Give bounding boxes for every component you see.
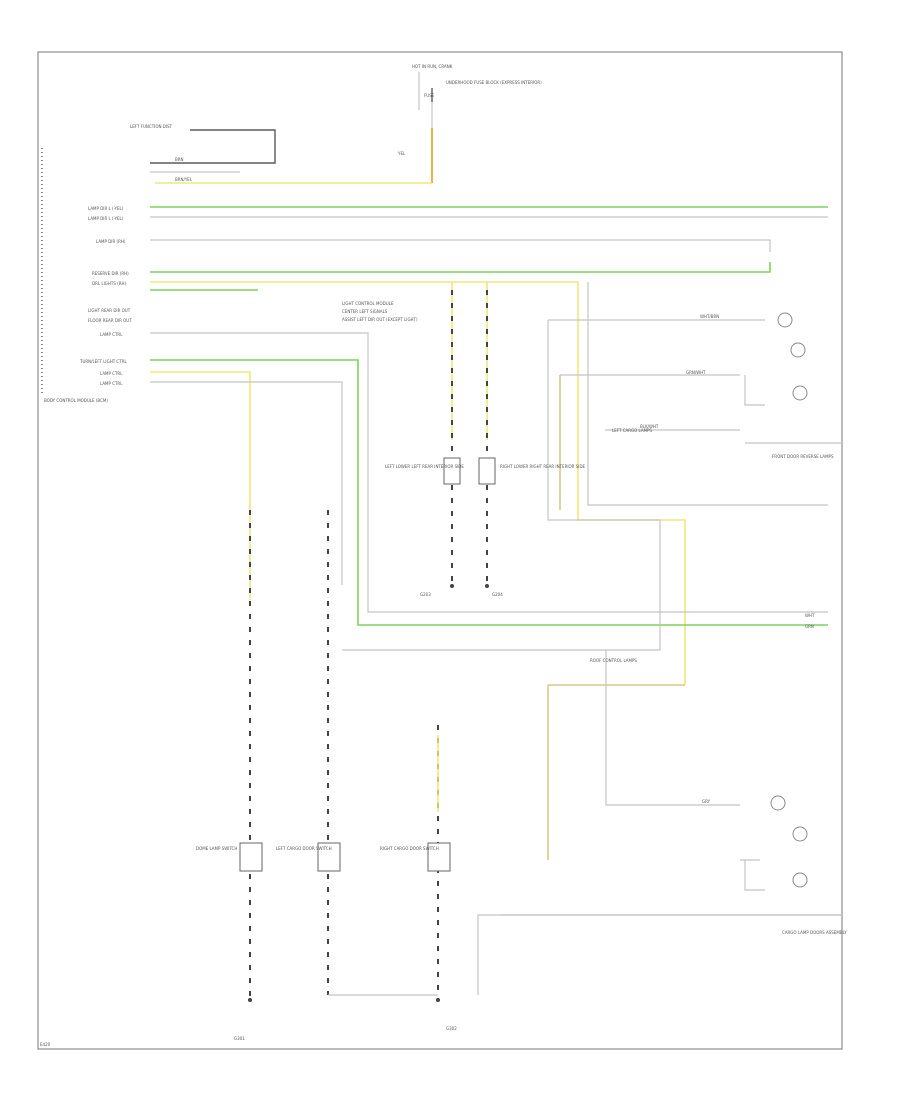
left-cargo-switch-body [317, 842, 341, 872]
gray-lamp-ctrl-wire [150, 332, 828, 613]
left-lower-block [443, 457, 461, 485]
label-wht-brn: WHT/BRN [700, 314, 719, 319]
label-front-door-reverse: FRONT DOOR REVERSE LAMPS [772, 454, 834, 459]
lamp-bracket-lower [744, 860, 765, 891]
label-lamp-ctrl-2: LAMP CTRL [100, 371, 123, 376]
cargo-door-ground-wire [477, 914, 842, 995]
label-left-cargo-switch: LEFT CARGO DOOR SWITCH [276, 846, 332, 851]
label-wht: WHT [805, 613, 815, 618]
function-dist-wire [150, 129, 276, 164]
front-door-yellow [587, 282, 828, 506]
label-right-cargo-switch: RIGHT CARGO DOOR SWITCH [380, 846, 439, 851]
label-drl-lights: DRL LIGHTS (RH) [92, 281, 126, 286]
label-left-function: LEFT FUNCTION DIST [130, 124, 173, 129]
label-reserve-dir: RESERVE DIR (RH) [92, 271, 129, 276]
label-dome-switch: DOME LAMP SWITCH [196, 846, 237, 851]
label-grn-wht: GRN/WHT [686, 370, 706, 375]
right-cargo-switch-body [427, 842, 451, 872]
label-cargo-lamp-doors: CARGO LAMP DOORS ASSEMBLY [782, 930, 847, 935]
label-lamp-dir-1: LAMP DIR L (-YEL) [88, 206, 124, 211]
label-g204: G204 [492, 592, 503, 597]
diagram-frame [37, 51, 843, 1050]
label-left-lower: LEFT LOWER LEFT REAR INTERIOR SIDE [385, 464, 464, 469]
label-light-rear: LIGHT REAR DIR OUT [88, 308, 131, 313]
yellow-lamp-ctrl-wire [150, 371, 251, 500]
ground-dot-left [450, 584, 454, 588]
label-center-left: CENTER LEFT SIGNALS [342, 309, 388, 314]
gray-lamp-dir-wire [150, 239, 771, 252]
label-left-cargo-lamps: LEFT CARGO LAMPS [612, 428, 652, 433]
label-right-lower: RIGHT LOWER RIGHT REAR INTERIOR SIDE [500, 464, 586, 469]
label-blk-wht: BLK/WHT [640, 424, 659, 429]
label-g302: G302 [446, 1026, 457, 1031]
label-bcm: BODY CONTROL MODULE (BCM) [44, 398, 108, 403]
label-fuse: FUSE [424, 93, 435, 98]
green-turn-wire [150, 359, 828, 626]
cargo-lamp-feed [547, 320, 740, 806]
green-reserve-wire [150, 262, 771, 273]
dome-switch-body [239, 842, 263, 872]
label-gry: GRY [702, 799, 711, 804]
label-lamp-ctrl-3: LAMP CTRL [100, 381, 123, 386]
ground-dot-cargo [436, 998, 440, 1002]
rear-lamp-2-icon [792, 826, 808, 842]
cargo-lamp-2-icon [790, 342, 806, 358]
label-light-control-module: LIGHT CONTROL MODULE [342, 301, 394, 306]
label-lamp-dir-rh: LAMP DIR (RH) [96, 239, 126, 244]
label-floor-rear: FLOOR REAR DIR OUT [88, 318, 132, 323]
label-g301: G301 [234, 1036, 245, 1041]
ground-dot-dome [248, 998, 252, 1002]
label-lamp-ctrl-1: LAMP CTRL [100, 332, 123, 337]
label-e420: E420 [40, 1042, 51, 1047]
label-hot-in-run: HOT IN RUN, CRANK [412, 64, 453, 69]
label-assist-left: ASSIST LEFT DIR OUT (EXCEPT LIGHT) [342, 317, 418, 322]
label-underhood-fuse: UNDERHOOD FUSE BLOCK (EXPRESS INTERIOR) [446, 80, 542, 85]
label-lamp-dir-2: LAMP DIR L (-YEL) [88, 216, 124, 221]
rear-lamp-3-icon [792, 872, 808, 888]
ground-dot-right [485, 584, 489, 588]
cargo-lamp-3-icon [792, 385, 808, 401]
label-grn: GRN [805, 624, 814, 629]
label-turn-left: TURN/LEFT LIGHT CTRL [79, 359, 127, 364]
label-roof-control: ROOF CONTROL LAMPS [590, 658, 637, 663]
label-g203: G203 [420, 592, 431, 597]
label-brn: BRN [175, 157, 184, 162]
label-brn-yel: BRN/YEL [175, 177, 193, 182]
lamp-bracket-upper [744, 375, 765, 406]
right-lower-block [478, 457, 496, 485]
gray-lamp-ctrl-wire-2 [150, 381, 343, 585]
label-yel: YEL [397, 151, 406, 156]
rear-lamp-1-icon [770, 795, 786, 811]
cargo-lamp-1-icon [777, 312, 793, 328]
